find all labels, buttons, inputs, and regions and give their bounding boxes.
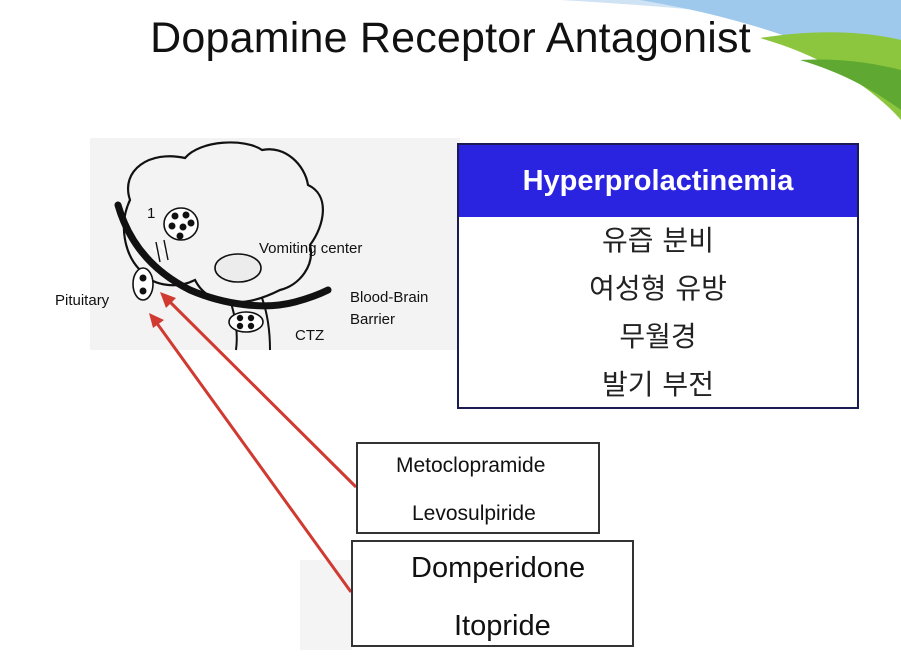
arrow-domperidone-to-pituitary [154,321,353,593]
side-effect-item: 무월경 [619,320,697,353]
arrowhead-2 [149,313,164,328]
hyperprolactinemia-header: Hyperprolactinemia [459,145,857,217]
ctz-label: CTZ [295,327,324,344]
brain-stem-2 [261,297,271,351]
drug-domperidone: Domperidone [411,552,586,584]
drug-box-metoclopramide-levosulpiride: Metoclopramide Levosulpiride [356,442,600,534]
pituitary-oval [132,267,154,301]
ctz-oval [228,311,264,333]
drug-box-domperidone-itopride: Domperidone Itopride [351,540,634,647]
drug-metoclopramide: Metoclopramide [396,454,546,477]
brain-outline [122,141,324,304]
bbb-label-line1: Blood-Brain [350,289,428,306]
drug-levosulpiride: Levosulpiride [412,502,536,525]
slide-title: Dopamine Receptor Antagonist [150,14,751,62]
hyperprolactinemia-box: Hyperprolactinemia 유즙 분비 여성형 유방 무월경 발기 부… [457,143,859,409]
drug-itopride: Itopride [454,610,551,642]
arrow-metoclopramide-to-pituitary [166,298,358,489]
blood-brain-barrier-line [114,201,332,310]
faint-background-panel [300,560,352,650]
vomiting-center-label: Vomiting center [259,240,362,257]
region-number-label: 1 [147,205,155,222]
vomiting-center-oval [214,253,262,283]
pituitary-label: Pituitary [55,292,110,309]
side-effect-item: 발기 부전 [602,368,714,401]
arrowhead-1 [160,292,176,308]
side-effect-list: 유즙 분비 여성형 유방 무월경 발기 부전 [459,217,857,409]
side-effect-item: 여성형 유방 [589,272,727,305]
bbb-label-line2: Barrier [350,311,395,328]
side-effect-item: 유즙 분비 [602,224,714,257]
